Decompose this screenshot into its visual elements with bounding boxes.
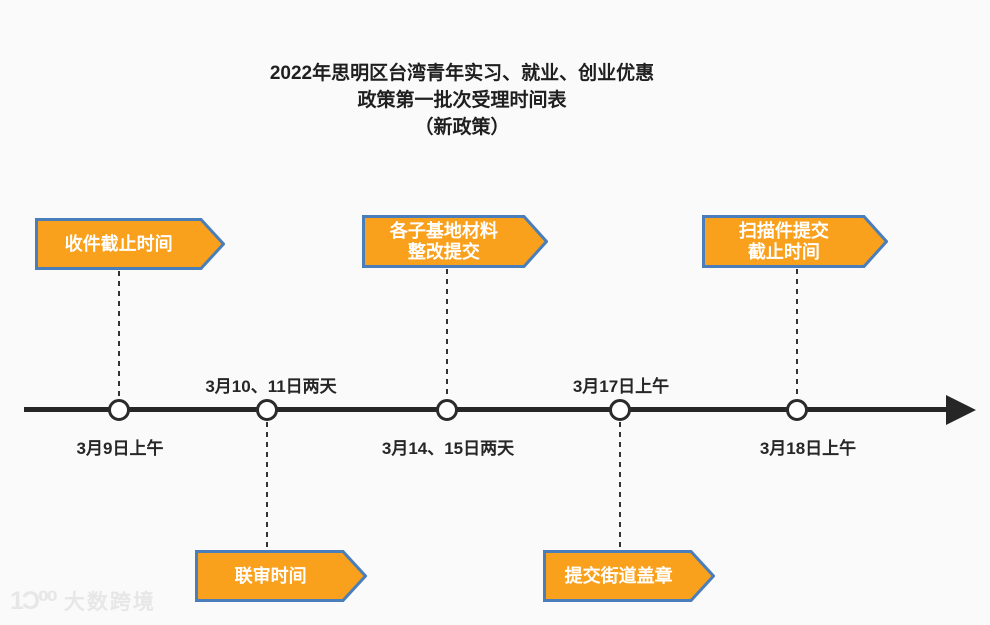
arrow-banner-shape (362, 215, 548, 268)
title-line-3: （新政策） (414, 117, 510, 138)
title-line-1: 2022年思明区台湾青年实习、就业、创业优惠 (269, 63, 655, 84)
connector-dashed-line (118, 271, 120, 398)
date-label: 3月17日上午 (572, 377, 670, 396)
timeline-axis (24, 407, 950, 412)
timeline-node (256, 399, 278, 421)
banner-joint-review: 联审时间 (195, 550, 367, 602)
watermark-logo-icon: 1Ɔ⁰⁰ (10, 587, 58, 615)
banner-intake-deadline: 收件截止时间 (35, 218, 225, 270)
banner-label: 提交街道盖章 (564, 565, 673, 586)
arrow-banner-shape (35, 218, 225, 270)
title-line-2: 政策第一批次受理时间表 (357, 90, 567, 111)
arrow-banner-shape (543, 550, 715, 602)
connector-dashed-line (266, 422, 268, 549)
banner-material-rectify: 各子基地材料 整改提交 (362, 215, 548, 268)
date-label: 3月18日上午 (759, 439, 857, 458)
date-label: 3月9日上午 (76, 439, 164, 458)
connector-dashed-line (619, 422, 621, 549)
arrow-banner-shape (195, 550, 367, 602)
watermark: 1Ɔ⁰⁰ 大数跨境 (10, 586, 156, 616)
banner-scan-deadline: 扫描件提交 截止时间 (702, 215, 888, 268)
arrow-banner-shape (702, 215, 888, 268)
connector-dashed-line (796, 269, 798, 398)
timeline-node (786, 399, 808, 421)
date-label: 3月14、15日两天 (381, 439, 515, 458)
timeline-node (436, 399, 458, 421)
timeline-node (609, 399, 631, 421)
date-label: 3月10、11日两天 (205, 377, 337, 396)
connector-dashed-line (446, 269, 448, 398)
banner-street-stamp: 提交街道盖章 (543, 550, 715, 602)
banner-label: 扫描件提交 截止时间 (738, 220, 829, 262)
banner-label: 各子基地材料 整改提交 (389, 220, 498, 262)
timeline-node (108, 399, 130, 421)
banner-label: 联审时间 (234, 565, 307, 586)
page-title: 2022年思明区台湾青年实习、就业、创业优惠 政策第一批次受理时间表 （新政策） (0, 60, 924, 141)
banner-label: 收件截止时间 (64, 233, 173, 254)
timeline-arrowhead-icon (946, 395, 976, 425)
watermark-text: 大数跨境 (63, 591, 156, 614)
